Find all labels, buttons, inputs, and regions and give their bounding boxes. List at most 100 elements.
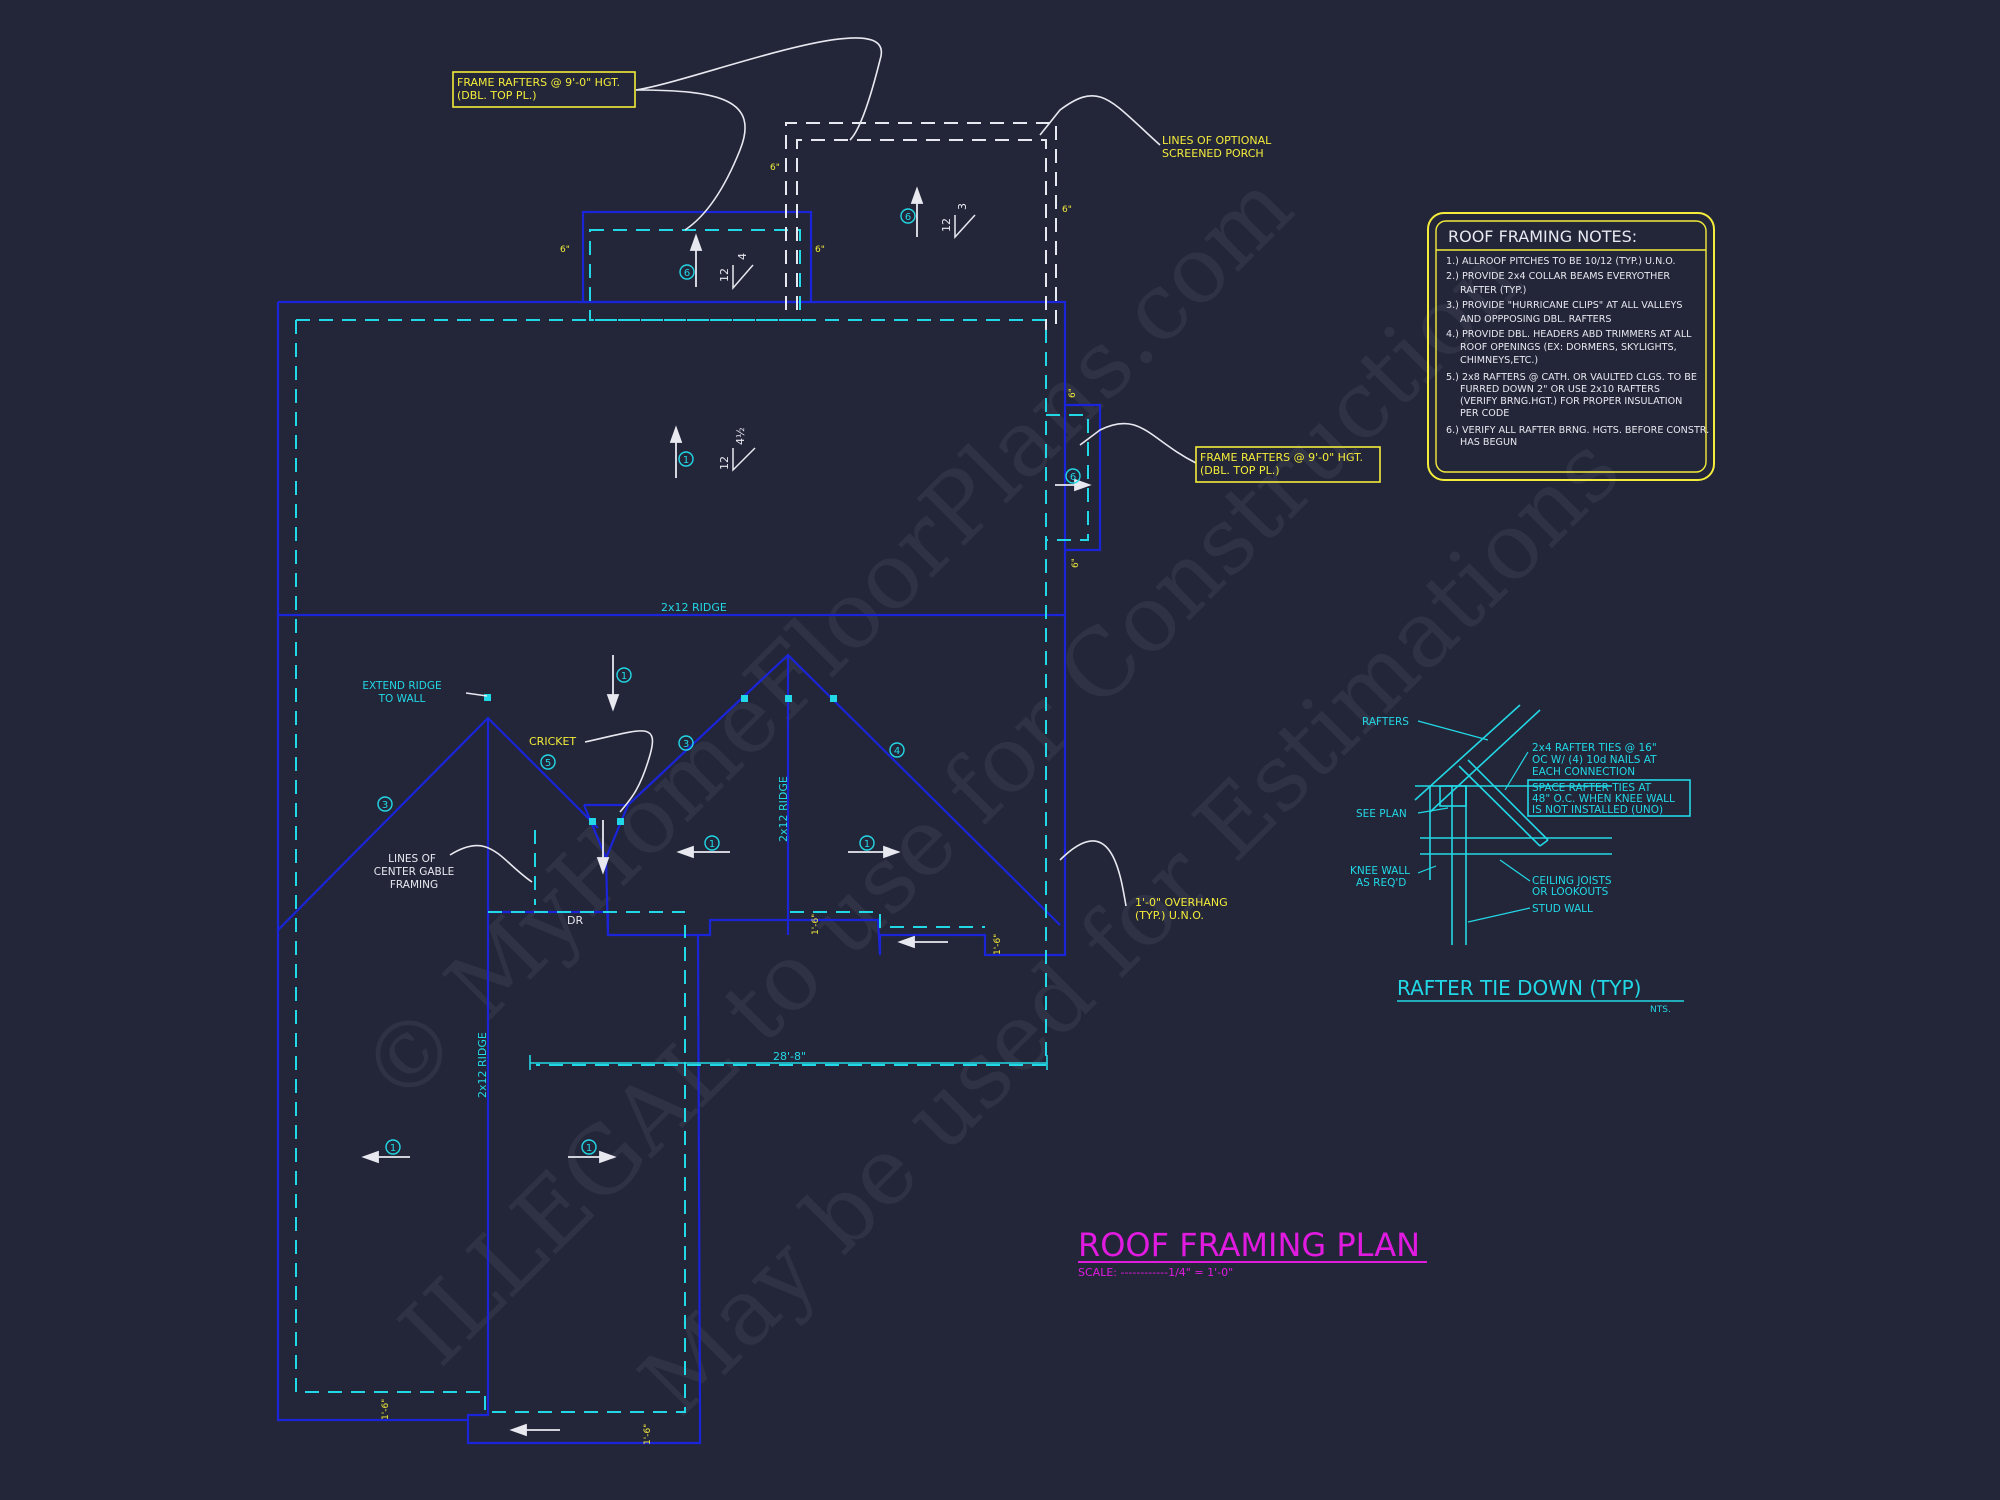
slope-arrowhead-10: [509, 1423, 527, 1437]
callout-frame-rafters-top-line-2: (DBL. TOP PL.): [457, 89, 537, 102]
leader-rafters: [1417, 720, 1489, 741]
circle-label-4: 4: [894, 746, 900, 757]
pitch-run-dormer: 12: [718, 268, 731, 282]
notes-inner-border: [1435, 220, 1707, 473]
circle-label-6: 6: [684, 268, 690, 279]
notes-line: ROOF OPENINGS (EX: DORMERS, SKYLIGHTS,: [1460, 342, 1677, 353]
detail-knee-wall-line-2: AS REQ'D: [1356, 877, 1406, 889]
notes-line: 6.) VERIFY ALL RAFTER BRNG. HGTS. BEFORE…: [1446, 425, 1709, 436]
slope-arrowhead-1: [669, 425, 683, 443]
notes-line: 3.) PROVIDE "HURRICANE CLIPS" AT ALL VAL…: [1446, 300, 1682, 311]
watermark-line-2: ILLEGAL to use for Construction: [380, 224, 1541, 1385]
left-hip: [277, 716, 599, 931]
callout-center-gable: LINES OF CENTER GABLE FRAMING: [374, 853, 455, 891]
circle-marker: [377, 796, 393, 812]
callout-box-top: [452, 71, 636, 108]
pitch-run-porch: 12: [940, 218, 953, 232]
leader-frame-rafters-right: [1079, 422, 1197, 464]
circle-label-1: 1: [390, 1143, 396, 1154]
notes-line: 5.) 2x8 RAFTERS @ CATH. OR VAULTED CLGS.…: [1446, 372, 1697, 383]
marker-6in: 6": [1062, 205, 1072, 215]
dormer-inner: [589, 229, 801, 321]
bay-inner: [1046, 414, 1089, 541]
detail-rafters-label: RAFTERS: [1362, 716, 1409, 728]
slope-arrowhead-9: [897, 935, 915, 949]
circle-marker: [616, 667, 632, 683]
porch-inner: [796, 139, 1047, 330]
right-gable: [627, 653, 1061, 926]
detail-space-line-2: 48" O.C. WHEN KNEE WALL: [1532, 793, 1675, 805]
callout-optional-porch-line-1: LINES OF OPTIONAL: [1162, 134, 1272, 147]
slope-arrowhead-11: [596, 857, 610, 875]
detail-stud-label: STUD WALL: [1532, 903, 1593, 915]
callout-frame-rafters-top: FRAME RAFTERS @ 9'-0" HGT. (DBL. TOP PL.…: [457, 76, 620, 102]
circle-label-1: 1: [864, 839, 870, 850]
marker-6in: 6": [815, 245, 825, 255]
notes-lines: 1.) ALLROOF PITCHES TO BE 10/12 (TYP.) U…: [1446, 256, 1709, 448]
pitch-rise-main: 4½: [734, 427, 747, 445]
slope-arrowhead-4: [910, 186, 924, 204]
pitch-symbols: [732, 214, 976, 472]
callout-frame-rafters-right-line-1: FRAME RAFTERS @ 9'-0" HGT.: [1200, 451, 1363, 464]
slope-arrowhead-8: [599, 1150, 617, 1164]
ridge-label-left: 2x12 RIDGE: [476, 1032, 489, 1098]
pitch-rise-porch: 3: [956, 203, 969, 210]
ridge-label-horizontal: 2x12 RIDGE: [661, 601, 727, 614]
circle-marker: [889, 742, 905, 758]
dr-label: DR: [567, 914, 583, 927]
leader-porch: [1039, 94, 1161, 146]
callout-center-gable-line-1: LINES OF: [388, 853, 436, 865]
pitch-symbol-porch: [954, 214, 976, 239]
leader-ties: [1504, 751, 1529, 791]
notes-line: 2.) PROVIDE 2x4 COLLAR BEAMS EVERYOTHER: [1446, 271, 1670, 282]
circle-marker: [385, 1139, 401, 1155]
marker-6in: 6": [770, 163, 780, 173]
leader-extend-ridge: [465, 692, 488, 697]
right-bay: [1065, 403, 1102, 552]
node-extend-ridge: [484, 694, 491, 701]
circle-marker: [679, 264, 695, 280]
cricket-shape: [582, 803, 630, 861]
notes-line: (VERIFY BRNG.HGT.) FOR PROPER INSULATION: [1460, 396, 1682, 407]
slope-arrows: [361, 186, 1092, 1437]
circle-label-1: 1: [621, 671, 627, 682]
pitch-rise-dormer: 4: [736, 253, 749, 260]
callout-overhang-line-2: (TYP.) U.N.O.: [1135, 909, 1204, 922]
slope-arrowhead-6: [883, 845, 901, 859]
detail-rafter-2: [1429, 709, 1541, 813]
detail-see-plan-label: SEE PLAN: [1356, 808, 1407, 820]
ridge-nodes: [484, 694, 837, 825]
notes-line: FURRED DOWN 2" OR USE 2x10 RAFTERS: [1460, 384, 1660, 395]
detail-labels: RAFTERS 2x4 RAFTER TIES @ 16" OC W/ (4) …: [1350, 716, 1675, 915]
node-gable-ridge: [785, 695, 792, 702]
callout-center-gable-line-3: FRAMING: [390, 879, 438, 891]
slope-arrowhead-7: [361, 1150, 379, 1164]
leader-stud: [1467, 907, 1531, 923]
callout-frame-rafters-right: FRAME RAFTERS @ 9'-0" HGT. (DBL. TOP PL.…: [1200, 451, 1363, 477]
notes-line: CHIMNEYS,ETC.): [1460, 355, 1538, 366]
circle-label-3: 3: [382, 800, 388, 811]
leader-frame-rafters-top-2: [635, 89, 746, 231]
detail-leaders: [1417, 720, 1531, 923]
circle-label-6: 6: [1070, 472, 1076, 483]
pitch-run-main: 12: [718, 456, 731, 470]
marker-6in: 6": [1071, 558, 1081, 568]
notes-line: RAFTER (TYP.): [1460, 285, 1526, 296]
node-gable-right: [830, 695, 837, 702]
detail-rafter-1: [1414, 704, 1521, 801]
node-cricket-left: [589, 818, 596, 825]
leader-frame-rafters-top: [635, 37, 883, 141]
node-cricket-right: [617, 818, 624, 825]
circle-label-6: 6: [905, 212, 911, 223]
notes-title: ROOF FRAMING NOTES:: [1448, 227, 1637, 246]
notes-line: 1.) ALLROOF PITCHES TO BE 10/12 (TYP.) U…: [1446, 256, 1676, 267]
circle-marker: [859, 835, 875, 851]
circle-marker: [581, 1139, 597, 1155]
notes-outer-border: [1427, 212, 1715, 481]
callout-optional-porch: LINES OF OPTIONAL SCREENED PORCH: [1162, 134, 1272, 160]
width-dimension: [529, 1055, 1048, 1070]
marker-1ft6: 1'-6": [381, 1399, 391, 1420]
circle-label-1: 1: [709, 839, 715, 850]
marker-1ft6: 1'-6": [643, 1424, 653, 1445]
